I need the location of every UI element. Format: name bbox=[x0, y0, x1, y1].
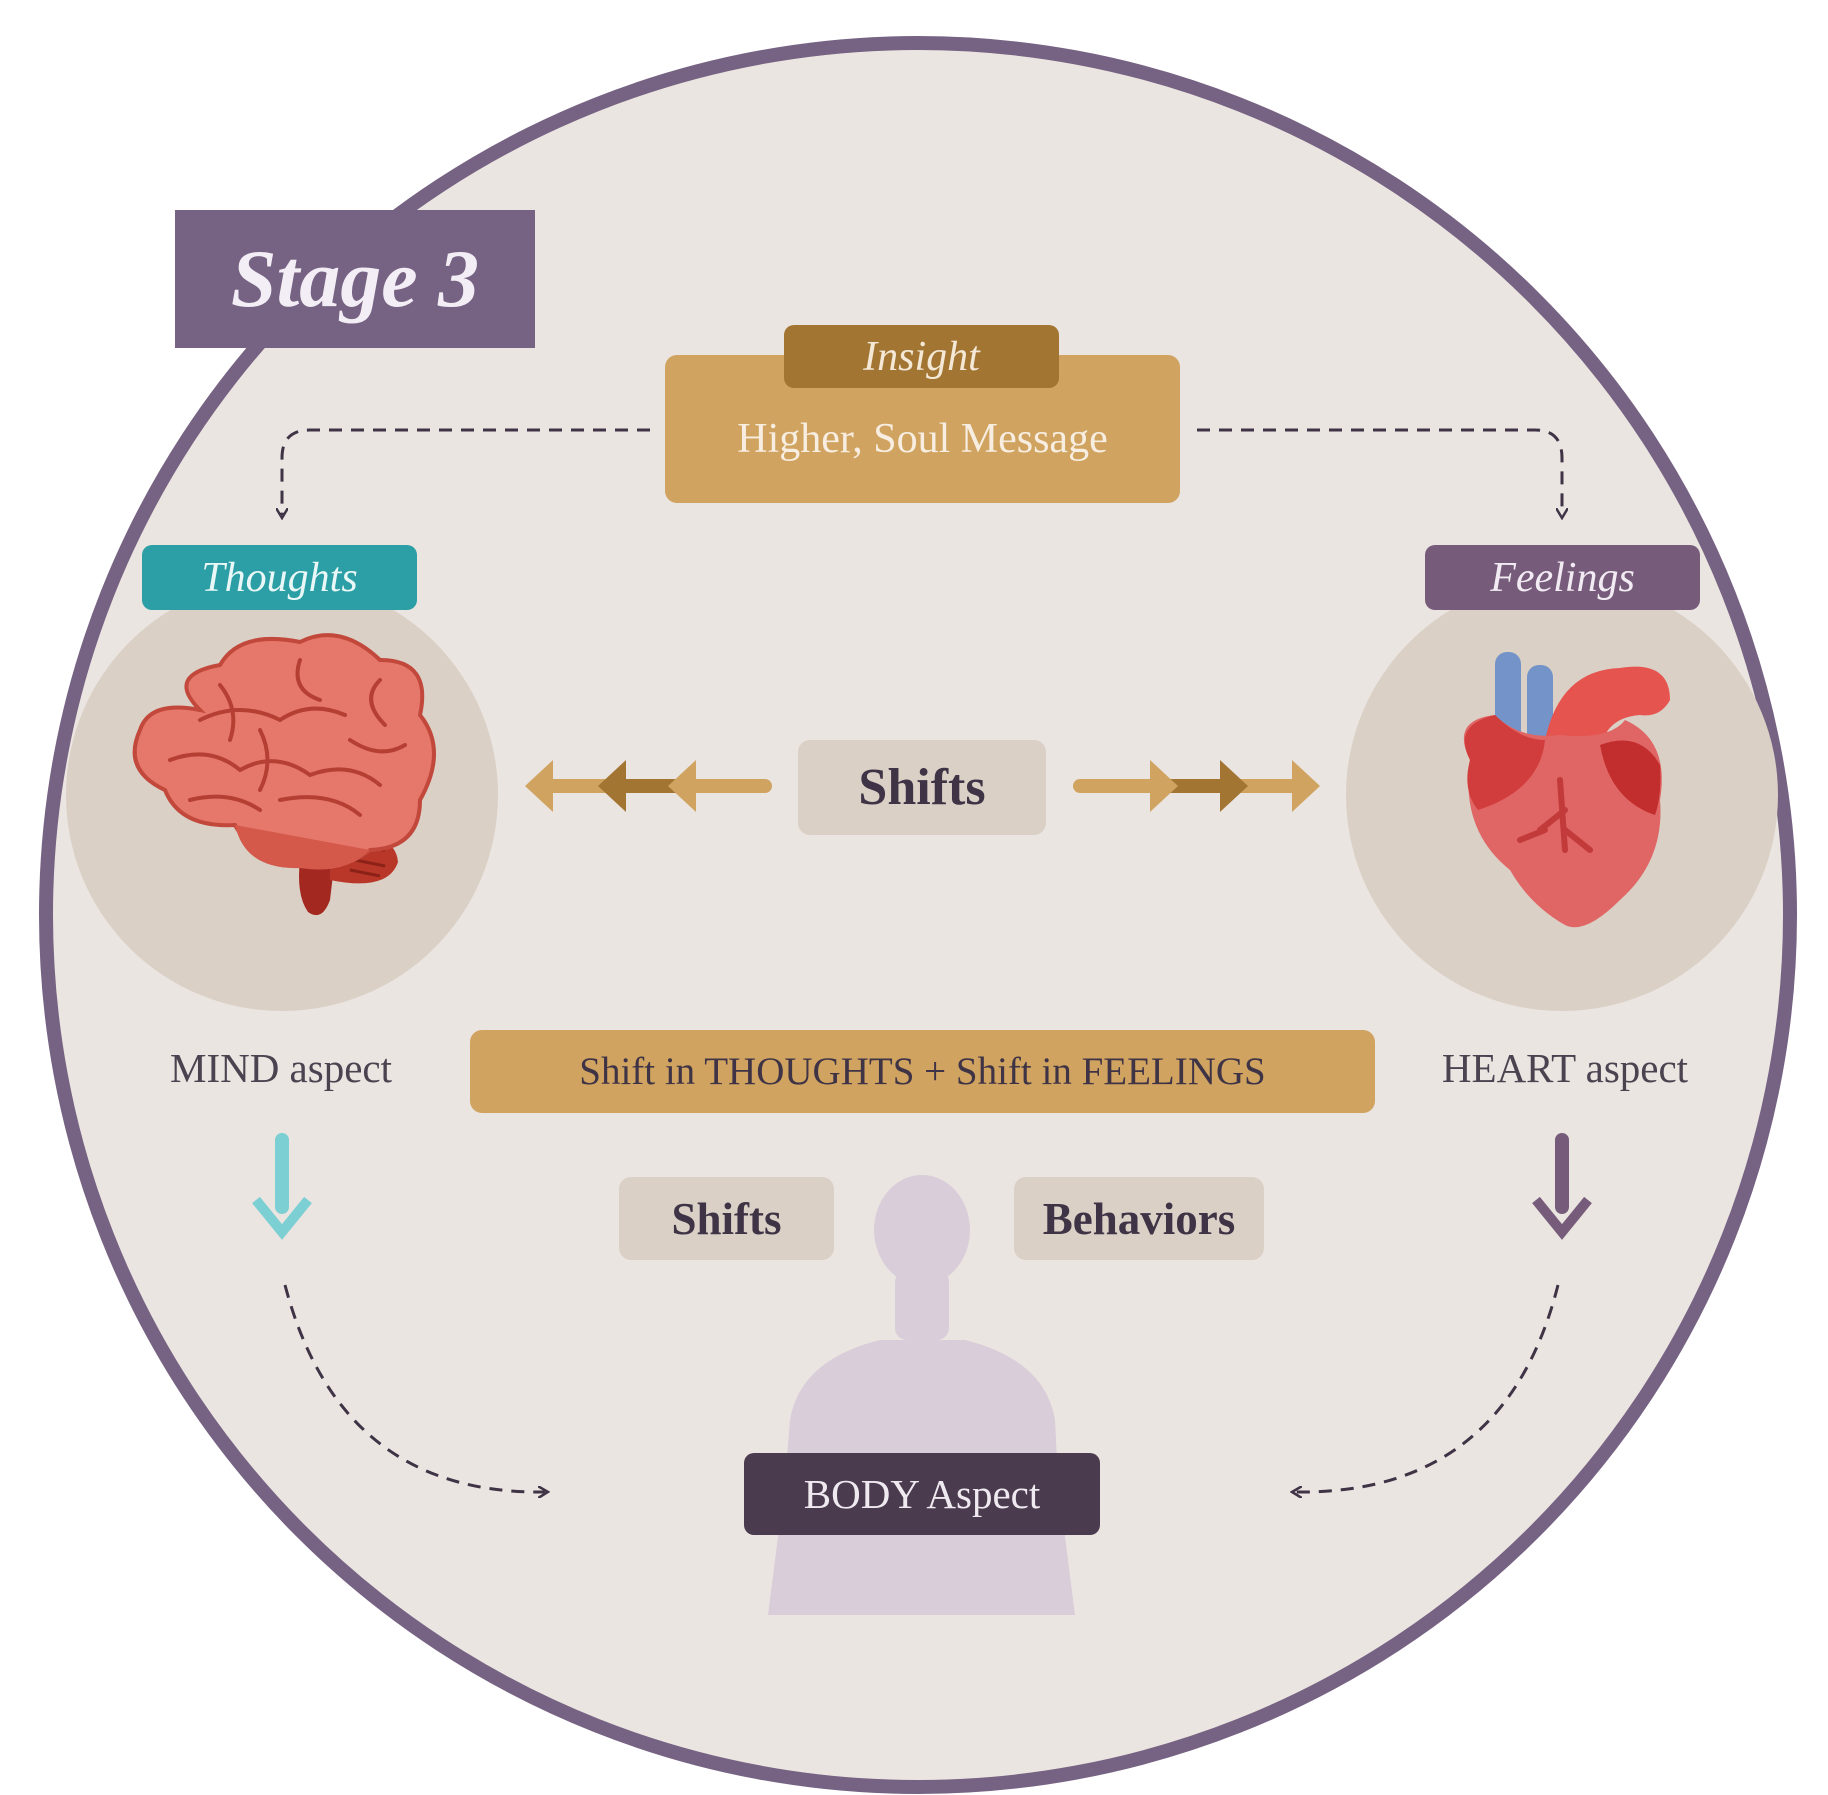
insight-to-feelings-connector bbox=[1197, 428, 1562, 515]
thoughts-tab-label: Thoughts bbox=[201, 554, 358, 601]
mind-to-body-connector bbox=[283, 1284, 545, 1492]
main-circle bbox=[39, 36, 1797, 1794]
insight-tab-label: Insight bbox=[863, 333, 980, 380]
stage-label-text: Stage 3 bbox=[230, 233, 480, 324]
combined-shift-text: Shift in THOUGHTS + Shift in FEELINGS bbox=[579, 1050, 1266, 1093]
mind-aspect-label: MIND aspect bbox=[169, 1045, 393, 1091]
insight-tab: Insight bbox=[784, 325, 1059, 388]
heart-organ-icon bbox=[1463, 652, 1670, 928]
stage-label: Stage 3 bbox=[175, 210, 535, 348]
body-aspect-text: BODY Aspect bbox=[803, 1471, 1041, 1517]
thoughts-tab: Thoughts bbox=[142, 545, 417, 610]
center-shifts-label: Shifts bbox=[858, 759, 986, 816]
brain-icon bbox=[132, 633, 436, 916]
mind-down-arrow bbox=[252, 1133, 312, 1240]
feelings-tab-label: Feelings bbox=[1490, 554, 1635, 601]
heart-down-arrow bbox=[1532, 1133, 1592, 1240]
insight-to-thoughts-connector bbox=[282, 428, 650, 515]
body-aspect-label: BODY Aspect bbox=[744, 1453, 1100, 1535]
heart-to-body-connector bbox=[1295, 1284, 1560, 1492]
body-shifts-label: Shifts bbox=[671, 1193, 782, 1244]
insight-message-text: Higher, Soul Message bbox=[737, 416, 1108, 462]
center-shifts-badge: Shifts bbox=[798, 740, 1046, 835]
right-shift-arrows bbox=[1073, 760, 1320, 812]
heart-aspect-label: HEART aspect bbox=[1441, 1045, 1689, 1091]
feelings-tab: Feelings bbox=[1425, 545, 1700, 610]
behaviors-badge: Behaviors bbox=[1014, 1177, 1264, 1260]
combined-shift-banner: Shift in THOUGHTS + Shift in FEELINGS bbox=[470, 1030, 1375, 1113]
body-shifts-badge: Shifts bbox=[619, 1177, 834, 1260]
left-shift-arrows bbox=[525, 760, 772, 812]
behaviors-label: Behaviors bbox=[1042, 1193, 1236, 1244]
